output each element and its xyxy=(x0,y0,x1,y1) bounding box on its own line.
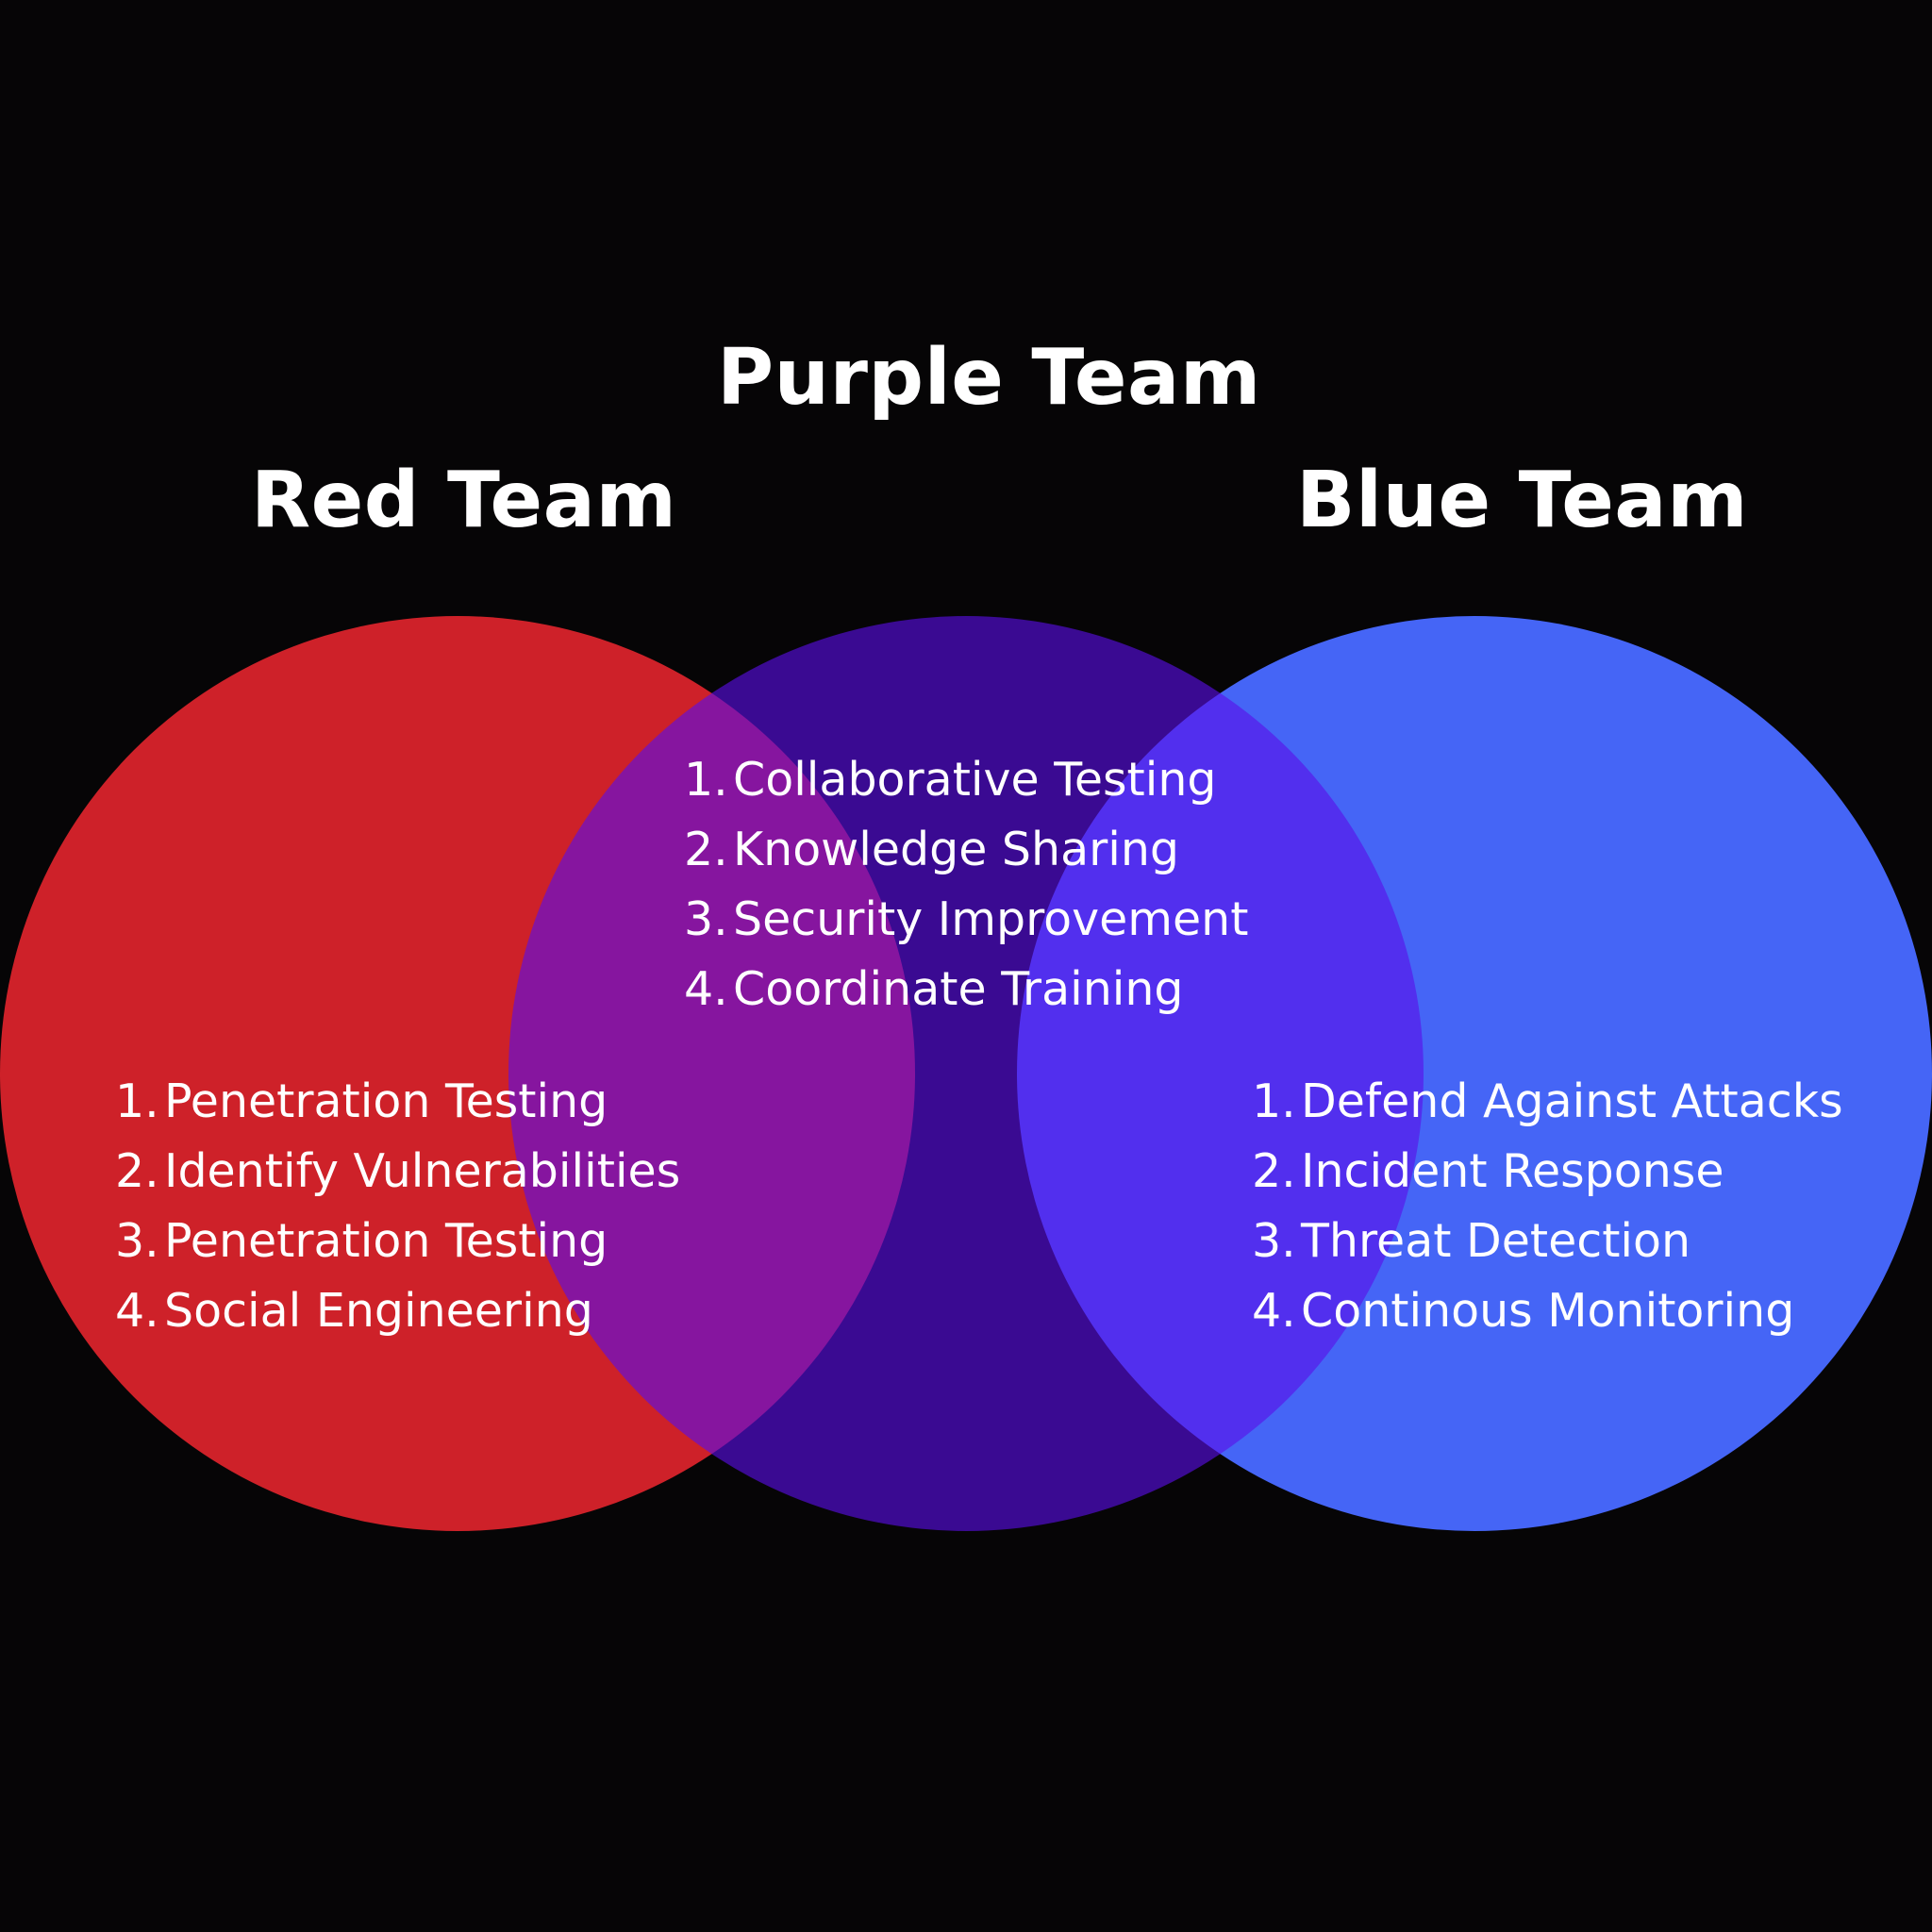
list-item: 2.Incident Response xyxy=(1252,1137,1843,1207)
list-item-number: 3. xyxy=(1252,1214,1296,1268)
list-item: 3.Threat Detection xyxy=(1252,1207,1843,1276)
list-item: 4.Continous Monitoring xyxy=(1252,1276,1843,1346)
purple-team-list: 1.Collaborative Testing 2.Knowledge Shar… xyxy=(684,745,1248,1024)
list-item: 3.Penetration Testing xyxy=(115,1207,680,1276)
list-item-text: Coordinate Training xyxy=(733,962,1184,1016)
purple-team-circle xyxy=(508,616,1424,1531)
blue-team-title: Blue Team xyxy=(1296,456,1749,545)
list-item-number: 4. xyxy=(1252,1284,1296,1338)
list-item-number: 3. xyxy=(115,1214,159,1268)
red-team-title: Red Team xyxy=(251,456,677,545)
list-item-text: Defend Against Attacks xyxy=(1301,1074,1843,1128)
list-item-text: Knowledge Sharing xyxy=(733,823,1180,876)
list-item: 1.Defend Against Attacks xyxy=(1252,1067,1843,1137)
list-item-text: Penetration Testing xyxy=(164,1074,608,1128)
list-item-text: Threat Detection xyxy=(1301,1214,1691,1268)
list-item-text: Incident Response xyxy=(1301,1144,1724,1198)
list-item-text: Penetration Testing xyxy=(164,1214,608,1268)
list-item-number: 1. xyxy=(1252,1074,1296,1128)
list-item-text: Collaborative Testing xyxy=(733,753,1217,807)
list-item-text: Identify Vulnerabilities xyxy=(164,1144,681,1198)
list-item: 2.Knowledge Sharing xyxy=(684,815,1248,885)
list-item-number: 2. xyxy=(684,823,728,876)
list-item-number: 3. xyxy=(684,892,728,946)
list-item-number: 1. xyxy=(684,753,728,807)
list-item-number: 4. xyxy=(684,962,728,1016)
list-item-number: 2. xyxy=(115,1144,159,1198)
list-item-number: 1. xyxy=(115,1074,159,1128)
list-item: 4.Coordinate Training xyxy=(684,955,1248,1024)
red-team-list: 1.Penetration Testing 2.Identify Vulnera… xyxy=(115,1067,680,1346)
list-item-text: Security Improvement xyxy=(733,892,1249,946)
list-item: 1.Collaborative Testing xyxy=(684,745,1248,815)
blue-team-list: 1.Defend Against Attacks 2.Incident Resp… xyxy=(1252,1067,1843,1346)
list-item-text: Social Engineering xyxy=(164,1284,593,1338)
list-item: 3.Security Improvement xyxy=(684,885,1248,955)
purple-team-title: Purple Team xyxy=(717,333,1261,423)
list-item-number: 2. xyxy=(1252,1144,1296,1198)
list-item: 2.Identify Vulnerabilities xyxy=(115,1137,680,1207)
list-item: 4.Social Engineering xyxy=(115,1276,680,1346)
list-item: 1.Penetration Testing xyxy=(115,1067,680,1137)
list-item-text: Continous Monitoring xyxy=(1301,1284,1795,1338)
list-item-number: 4. xyxy=(115,1284,159,1338)
